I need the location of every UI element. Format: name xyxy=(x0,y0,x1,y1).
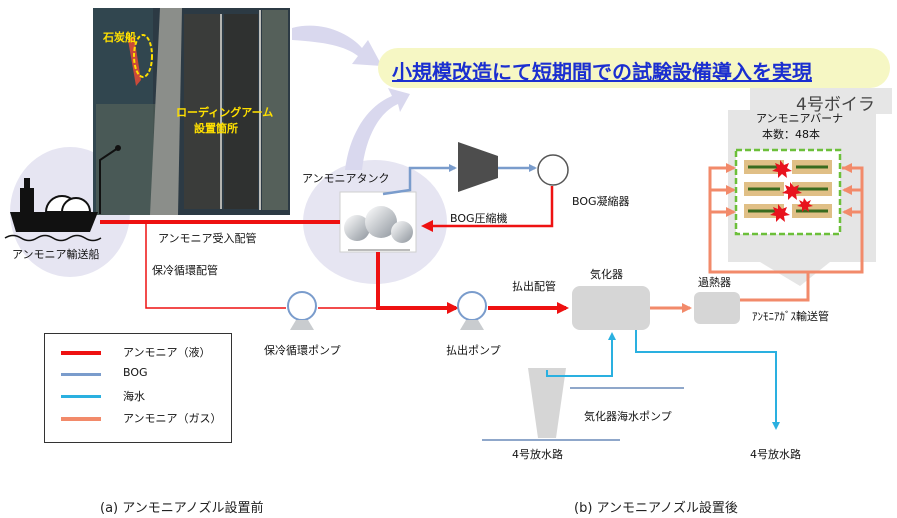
burner-box xyxy=(734,148,842,236)
legend-label: アンモニア（ガス） xyxy=(123,412,222,425)
carrier-ship-label: アンモニア輸送船 xyxy=(12,248,100,261)
discharge-pipe-label: 払出配管 xyxy=(512,280,556,293)
burner-label: アンモニアバーナ xyxy=(756,112,844,125)
bog-condenser-label: BOG凝縮器 xyxy=(572,195,630,208)
carrier-ship-icon xyxy=(4,145,121,242)
bog-compressor-label: BOG圧縮機 xyxy=(450,212,508,225)
vaporizer-box xyxy=(572,286,650,330)
legend-item: BOG xyxy=(45,366,231,382)
tank-label: アンモニアタンク xyxy=(302,172,390,185)
cold-loop-pump-icon xyxy=(287,291,317,330)
boiler-title: 4号ボイラ xyxy=(796,95,875,115)
legend-label: BOG xyxy=(123,366,148,379)
legend-swatch xyxy=(61,417,101,421)
bog-condenser-icon xyxy=(537,154,569,186)
discharge-pump-icon xyxy=(457,291,487,330)
caption-b: (b) アンモニアノズル設置後 xyxy=(574,501,738,516)
headline-banner xyxy=(378,48,890,88)
seawater-pump-label: 気化器海水ポンプ xyxy=(584,410,672,423)
cold-loop-pump-label: 保冷循環ポンプ xyxy=(264,344,341,357)
seawater-supply-line xyxy=(546,332,616,377)
coal-ship-label: 石炭船 xyxy=(103,31,136,44)
aerial-photo xyxy=(93,8,290,215)
discharge-pipe-line xyxy=(376,252,459,314)
cold-loop-pipe-label: 保冷循環配管 xyxy=(152,264,218,277)
superheater-box xyxy=(694,292,740,324)
bog-compressor-icon xyxy=(458,142,498,192)
boiler-callout-tip xyxy=(760,262,830,286)
cold-loop-line xyxy=(145,222,286,309)
outfall-left-label: 4号放水路 xyxy=(512,448,563,461)
burner-count: 本数：48本 xyxy=(762,128,820,141)
legend-swatch xyxy=(61,373,101,376)
bog-return-line xyxy=(421,186,554,232)
seawater-intake-icon xyxy=(528,368,566,438)
legend-label: 海水 xyxy=(123,390,145,403)
legend: アンモニア（液） BOG 海水 アンモニア（ガス） xyxy=(44,333,232,443)
vaporizer-label: 気化器 xyxy=(590,268,623,281)
caption-a: (a) アンモニアノズル設置前 xyxy=(100,501,264,516)
headline-text: 小規模改造にて短期間での試験設備導入を実現 xyxy=(392,60,812,84)
gas-pipe-label: ｱﾝﾓﾆｱｶﾞｽ輸送管 xyxy=(752,310,829,323)
legend-item: アンモニア（ガス） xyxy=(45,410,231,426)
legend-swatch xyxy=(61,351,101,355)
loading-arm-label: ローディングアーム xyxy=(176,106,274,119)
superheater-label: 過熱器 xyxy=(698,276,731,289)
outfall-right-label: 4号放水路 xyxy=(750,448,801,461)
seawater-return-line xyxy=(635,330,780,430)
legend-item: アンモニア（液） xyxy=(45,344,231,360)
legend-item: 海水 xyxy=(45,388,231,404)
discharge-pump-label: 払出ポンプ xyxy=(446,344,501,357)
callout-arrow-top xyxy=(292,25,382,66)
ammonia-tank-icon xyxy=(339,191,417,253)
legend-swatch xyxy=(61,395,101,398)
callout-arrow-mid xyxy=(345,88,410,170)
loading-arm-location-label: 設置箇所 xyxy=(194,122,238,135)
bog-line-to-compressor xyxy=(382,164,457,196)
receiving-pipe-label: アンモニア受入配管 xyxy=(158,232,257,245)
legend-label: アンモニア（液） xyxy=(123,346,211,359)
